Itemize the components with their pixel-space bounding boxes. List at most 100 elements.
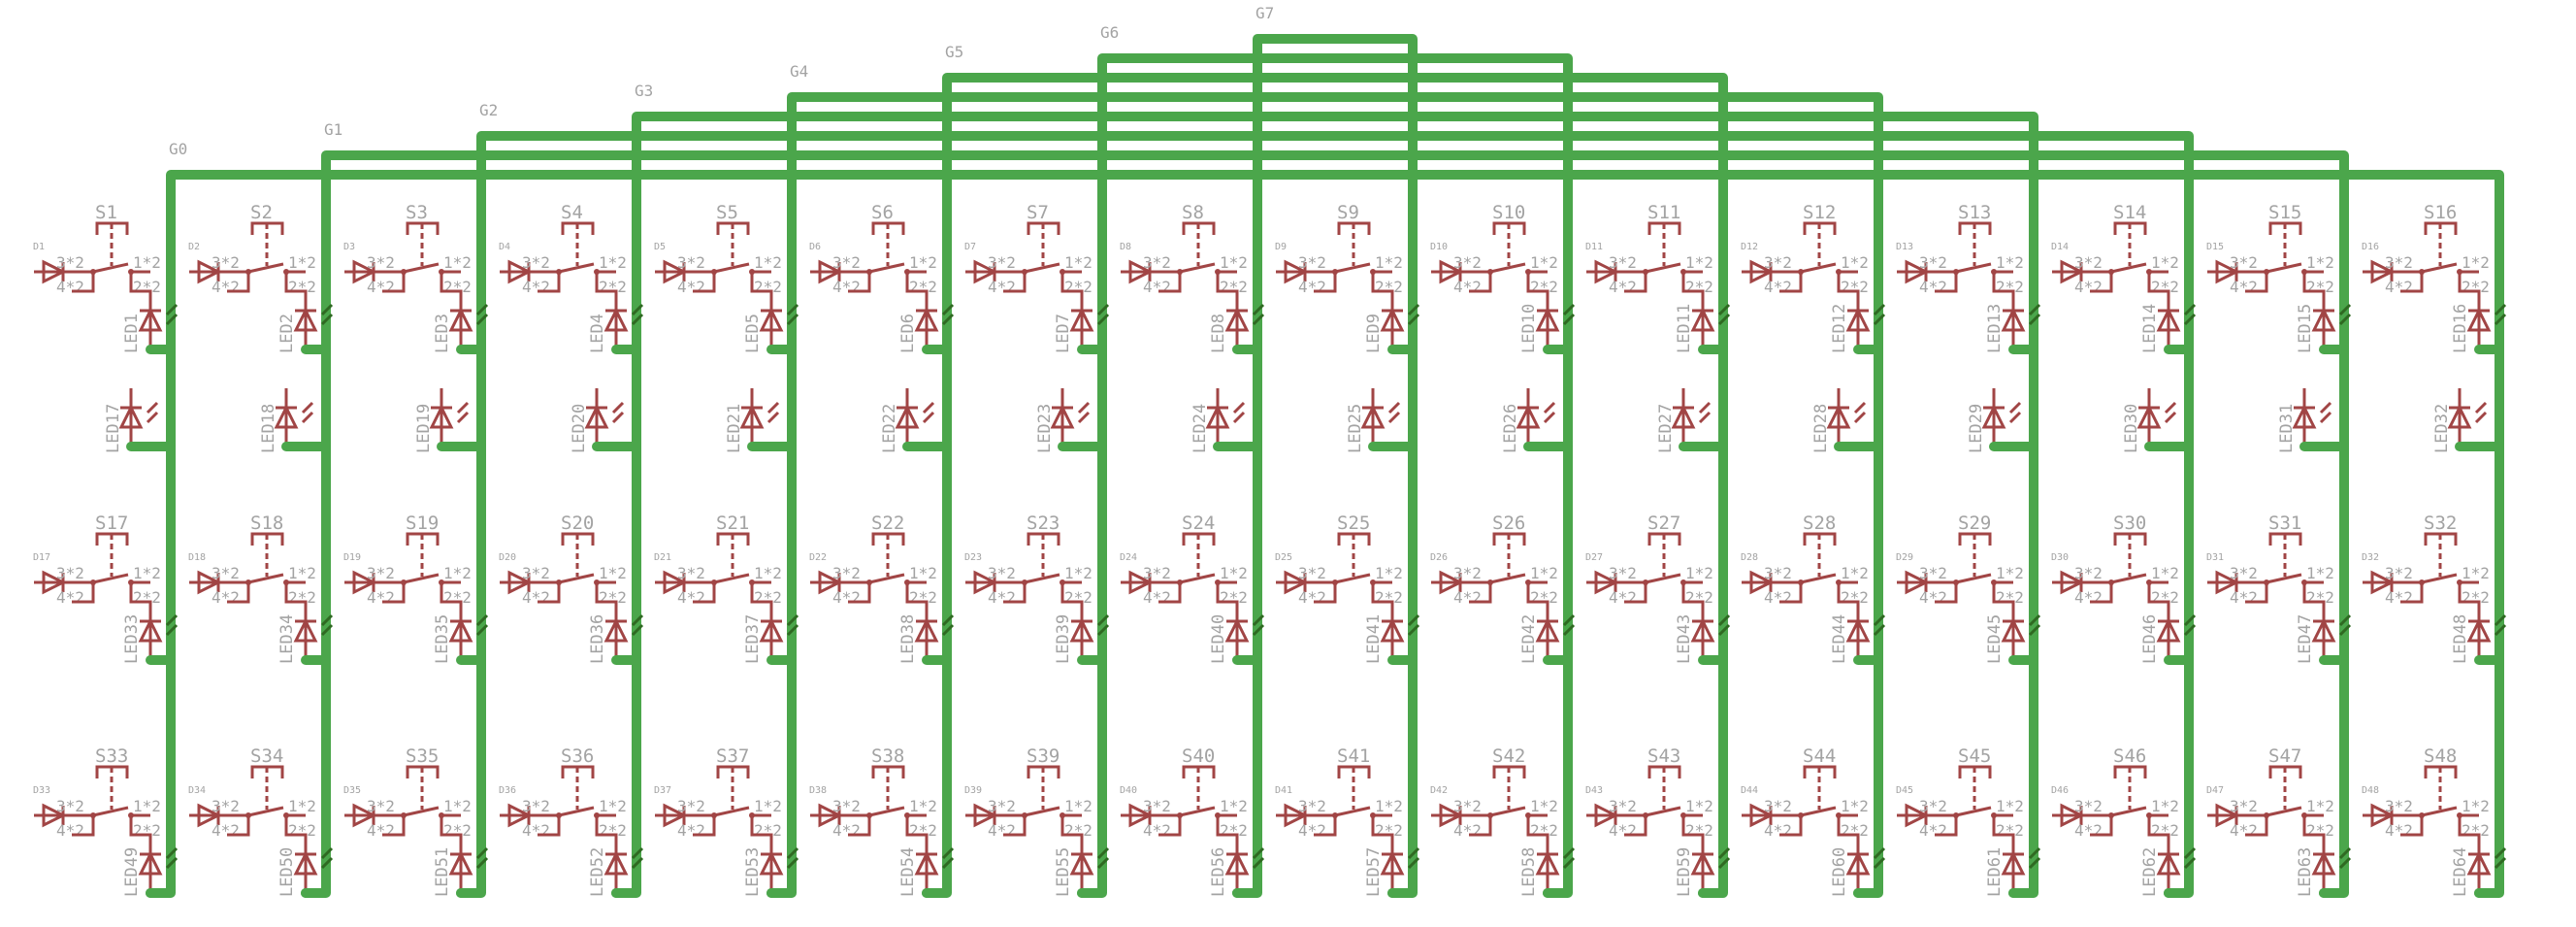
- pin-label: 4*2: [212, 278, 240, 296]
- led-light-arrows-icon: [766, 401, 780, 424]
- led-light-arrows-icon: [320, 613, 334, 637]
- led: LED12: [1830, 304, 1886, 353]
- diode-label: D29: [1896, 552, 1913, 563]
- switch-pin-wire: [1681, 582, 1705, 660]
- switch-pin-wire: [227, 815, 250, 837]
- led-light-arrows-icon: [1853, 401, 1867, 424]
- pin-label: 1*2: [2151, 564, 2179, 582]
- pin-label: 2*2: [1841, 821, 1869, 840]
- switch-lever: [92, 573, 129, 584]
- pin-label: 1*2: [1375, 797, 1403, 815]
- net-wire[interactable]: [476, 131, 2194, 893]
- led-label: LED60: [1830, 847, 1849, 897]
- pin-label: 2*2: [1530, 278, 1558, 296]
- switch-label: S14: [2113, 202, 2146, 223]
- led: LED24: [1190, 388, 1262, 453]
- led-label: LED33: [122, 614, 142, 664]
- pin-label: 1*2: [2306, 564, 2334, 582]
- led-light-arrows-icon: [2164, 401, 2177, 424]
- led-triangle-icon: [603, 617, 629, 643]
- gate-label: G6: [1100, 23, 1119, 42]
- led-light-arrows-icon: [2008, 401, 2022, 424]
- pin-label: 4*2: [1453, 588, 1482, 607]
- switch-pin-wire: [1314, 815, 1337, 837]
- diode-triangle-icon: [1284, 803, 1309, 828]
- switch-pin-wire: [848, 582, 871, 604]
- net-wire[interactable]: [632, 112, 2038, 893]
- led-label: LED22: [880, 404, 899, 453]
- net-wire[interactable]: [166, 170, 2504, 893]
- switch-pin-wire: [1469, 582, 1492, 604]
- pin-label: 2*2: [599, 821, 627, 840]
- switch-pin-wire: [1158, 815, 1182, 837]
- led: LED64: [2451, 847, 2507, 897]
- switch-lever: [2110, 573, 2147, 584]
- led: LED45: [1985, 614, 2041, 664]
- led-triangle-icon: [1069, 850, 1094, 876]
- diode-triangle-icon: [1128, 570, 1154, 595]
- switch-lever: [2266, 573, 2302, 584]
- gate-label: G0: [169, 140, 187, 158]
- led-label: LED45: [1985, 614, 2005, 664]
- diode-triangle-icon: [507, 570, 533, 595]
- pin-label: 4*2: [1143, 588, 1171, 607]
- pin-label: 2*2: [443, 588, 472, 607]
- pin-label: 3*2: [522, 253, 550, 272]
- switch-pin-wire: [284, 582, 308, 660]
- pin-label: 4*2: [2230, 278, 2258, 296]
- switch-lever: [403, 806, 440, 817]
- pin-label: 4*2: [677, 821, 705, 840]
- net-wire[interactable]: [787, 92, 1883, 893]
- diode: D21: [654, 552, 714, 595]
- led-label: LED51: [433, 847, 452, 897]
- led-triangle-icon: [603, 307, 629, 332]
- pin-label: 3*2: [988, 564, 1016, 582]
- switch-lever: [713, 573, 750, 584]
- switch-pin-wire: [1992, 582, 2015, 660]
- switch-lever: [403, 262, 440, 274]
- net-wire[interactable]: [321, 150, 2349, 893]
- led: LED48: [2451, 614, 2507, 664]
- led-triangle-icon: [448, 850, 473, 876]
- pin-label: 1*2: [754, 797, 782, 815]
- pin-label: 4*2: [2385, 588, 2413, 607]
- pin-label: 2*2: [133, 588, 161, 607]
- led-triangle-icon: [1671, 404, 1696, 429]
- pin-label: 4*2: [2385, 821, 2413, 840]
- switch-pin-wire: [538, 272, 561, 293]
- led: LED14: [2140, 304, 2197, 353]
- net-wire[interactable]: [1253, 34, 1418, 893]
- pin-label: 4*2: [212, 588, 240, 607]
- led-light-arrows-icon: [475, 613, 489, 637]
- pin-label: 4*2: [1298, 278, 1326, 296]
- pin-label: 3*2: [1298, 564, 1326, 582]
- pin-label: 2*2: [1685, 821, 1713, 840]
- switch-pin-wire: [1992, 815, 2015, 893]
- switch-lever: [1024, 573, 1060, 584]
- pin-label: 2*2: [909, 278, 937, 296]
- pin-label: 4*2: [2074, 588, 2103, 607]
- switch-lever: [713, 262, 750, 274]
- pin-label: 3*2: [1453, 253, 1482, 272]
- net-wire[interactable]: [942, 73, 1728, 893]
- led-triangle-icon: [603, 850, 629, 876]
- diode: D5: [654, 242, 714, 284]
- led-label: LED3: [433, 314, 452, 353]
- diode: D38: [809, 785, 869, 828]
- gate-net-g0: G0: [166, 140, 2504, 893]
- net-wire[interactable]: [1097, 53, 1573, 893]
- pin-label: 3*2: [1453, 564, 1482, 582]
- led-light-arrows-icon: [1096, 303, 1110, 326]
- diode-label: D17: [33, 552, 50, 563]
